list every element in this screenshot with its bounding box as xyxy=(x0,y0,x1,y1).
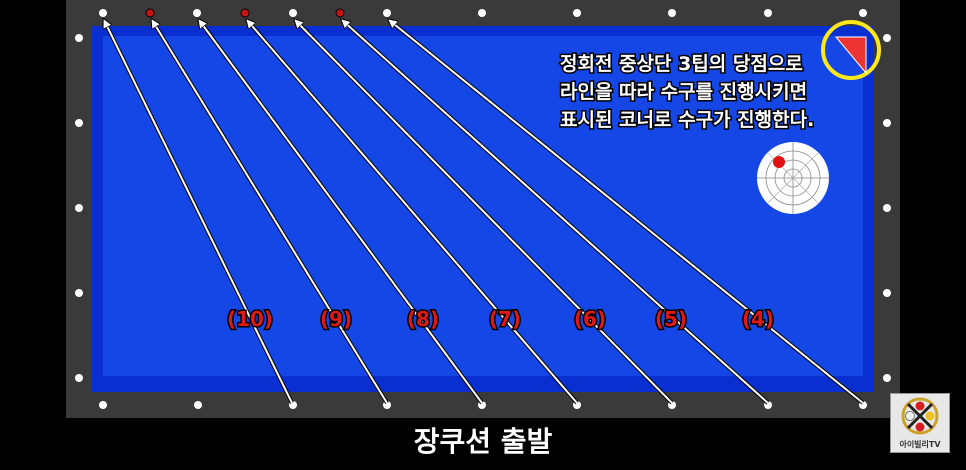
diamond-right xyxy=(883,34,891,42)
diamond-top xyxy=(240,8,250,18)
label-8: (8) xyxy=(407,307,439,331)
caption: 장쿠션 출발 xyxy=(413,425,553,458)
diamond-right xyxy=(883,204,891,212)
ball-path-line xyxy=(342,20,769,404)
label-6: (6) xyxy=(574,307,606,331)
diamond-left xyxy=(75,204,83,212)
annotation: 정회전 중상단 3팁의 당점으로 라인을 따라 수구를 진행시키면 표시된 코너… xyxy=(559,52,816,133)
ball-path-line xyxy=(152,20,388,404)
label-5: (5) xyxy=(655,307,687,331)
diamond-top xyxy=(573,9,581,17)
diamond-left xyxy=(75,374,83,382)
logo-text: 아이빌리TV xyxy=(899,440,941,449)
ball-paths xyxy=(102,20,865,405)
diamond-right xyxy=(883,119,891,127)
diamond-left xyxy=(75,289,83,297)
annotation-line-2: 라인을 따라 수구를 진행시키면 xyxy=(560,81,807,103)
diamond-top xyxy=(193,9,201,17)
diamond-top xyxy=(383,9,391,17)
diamond-right xyxy=(883,374,891,382)
ball-path-line xyxy=(247,20,578,404)
ball-path-line xyxy=(199,20,483,404)
diamond-top xyxy=(99,9,107,17)
diamond-top xyxy=(289,9,297,17)
annotation-line-3: 표시된 코너로 수구가 진행한다. xyxy=(560,109,814,131)
label-4: (4) xyxy=(742,307,774,331)
diamond-top xyxy=(764,9,772,17)
table-cloth xyxy=(103,36,863,376)
cue-tip-point xyxy=(773,156,785,168)
diamond-top xyxy=(145,8,155,18)
diamond-left xyxy=(75,119,83,127)
ball-path-line xyxy=(295,20,673,404)
cue-tip-target-icon xyxy=(757,142,829,214)
annotation-line-1: 정회전 중상단 3팁의 당점으로 xyxy=(560,53,803,75)
ball-path-line xyxy=(389,20,864,404)
ball-path-line xyxy=(104,20,293,404)
diamond-top xyxy=(668,9,676,17)
diamond-top xyxy=(859,9,867,17)
diamond-bottom xyxy=(194,401,202,409)
channel-logo-icon: 아이빌리TV xyxy=(890,393,950,453)
path-labels: (10) (9) (8) (7) (6) (5) (4) xyxy=(225,306,775,333)
diamond-top xyxy=(478,9,486,17)
diamond-top xyxy=(335,8,345,18)
label-7: (7) xyxy=(489,307,521,331)
label-9: (9) xyxy=(320,307,352,331)
diamond-left xyxy=(75,34,83,42)
label-10: (10) xyxy=(227,307,273,331)
diamond-bottom xyxy=(99,401,107,409)
logo-graphic xyxy=(901,397,939,435)
corner-target-icon xyxy=(821,20,881,80)
diamond-right xyxy=(883,289,891,297)
